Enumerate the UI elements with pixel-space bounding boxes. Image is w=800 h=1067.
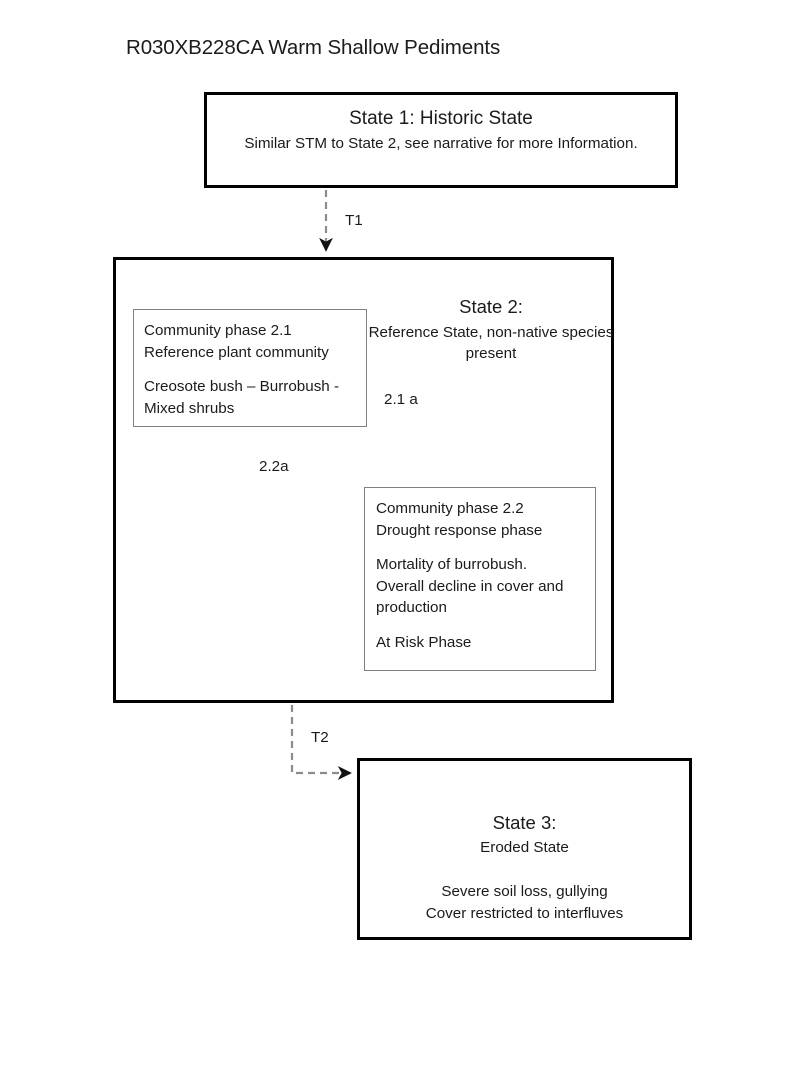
phase-2-2-spacer-1 <box>376 541 587 554</box>
phase-2-2-line-4: Overall decline in cover and <box>376 577 564 595</box>
state-1-box: State 1: Historic State Similar STM to S… <box>204 92 678 188</box>
community-phase-2-1-text: Community phase 2.1 Reference plant comm… <box>144 320 358 419</box>
phase-2-2-line-1: Community phase 2.2 <box>376 500 524 517</box>
state-3-box: State 3: Eroded State Severe soil loss, … <box>357 758 692 940</box>
state-1-subtitle: Similar STM to State 2, see narrative fo… <box>244 135 638 152</box>
phase-2-2-line-3: Mortality of burrobush. <box>376 556 528 574</box>
phase-2-1-line-4: Mixed shrubs <box>144 399 235 417</box>
state-3-heading: State 3: <box>492 812 557 833</box>
phase-2-2-spacer-2 <box>376 619 587 632</box>
pathway-label-2-2-a: 2.2a <box>259 458 289 475</box>
pathway-label-2-1-a: 2.1 a <box>384 391 418 408</box>
transition-label-t1: T1 <box>345 212 363 229</box>
state-1-heading: State 1: Historic State <box>349 108 533 129</box>
state-2-subtitle: Reference State, non-native species pres… <box>368 324 614 363</box>
community-phase-2-2-text: Community phase 2.2 Drought response pha… <box>376 498 587 653</box>
page-title: R030XB228CA Warm Shallow Pediments <box>126 36 501 59</box>
phase-2-2-line-6: At Risk Phase <box>376 633 472 651</box>
community-phase-2-2-box: Community phase 2.2 Drought response pha… <box>364 487 596 671</box>
phase-2-2-line-5: production <box>376 599 447 617</box>
phase-2-1-line-3: Creosote bush – Burrobush - <box>144 378 340 396</box>
transition-label-t2: T2 <box>311 729 329 746</box>
state-3-subtitle: Eroded State <box>480 839 569 856</box>
phase-2-1-line-2: Reference plant community <box>144 343 329 361</box>
phase-2-1-line-1: Community phase 2.1 <box>144 322 292 339</box>
community-phase-2-1-box: Community phase 2.1 Reference plant comm… <box>133 309 367 427</box>
state-3-detail-line-1: Severe soil loss, gullying <box>441 883 608 900</box>
state-3-detail-line-2: Cover restricted to interfluves <box>425 905 624 923</box>
state-2-heading: State 2: <box>459 296 523 317</box>
phase-2-1-spacer <box>144 363 358 376</box>
phase-2-2-line-2: Drought response phase <box>376 521 543 539</box>
state-3-detail: Severe soil loss, gullying Cover restric… <box>360 881 689 925</box>
